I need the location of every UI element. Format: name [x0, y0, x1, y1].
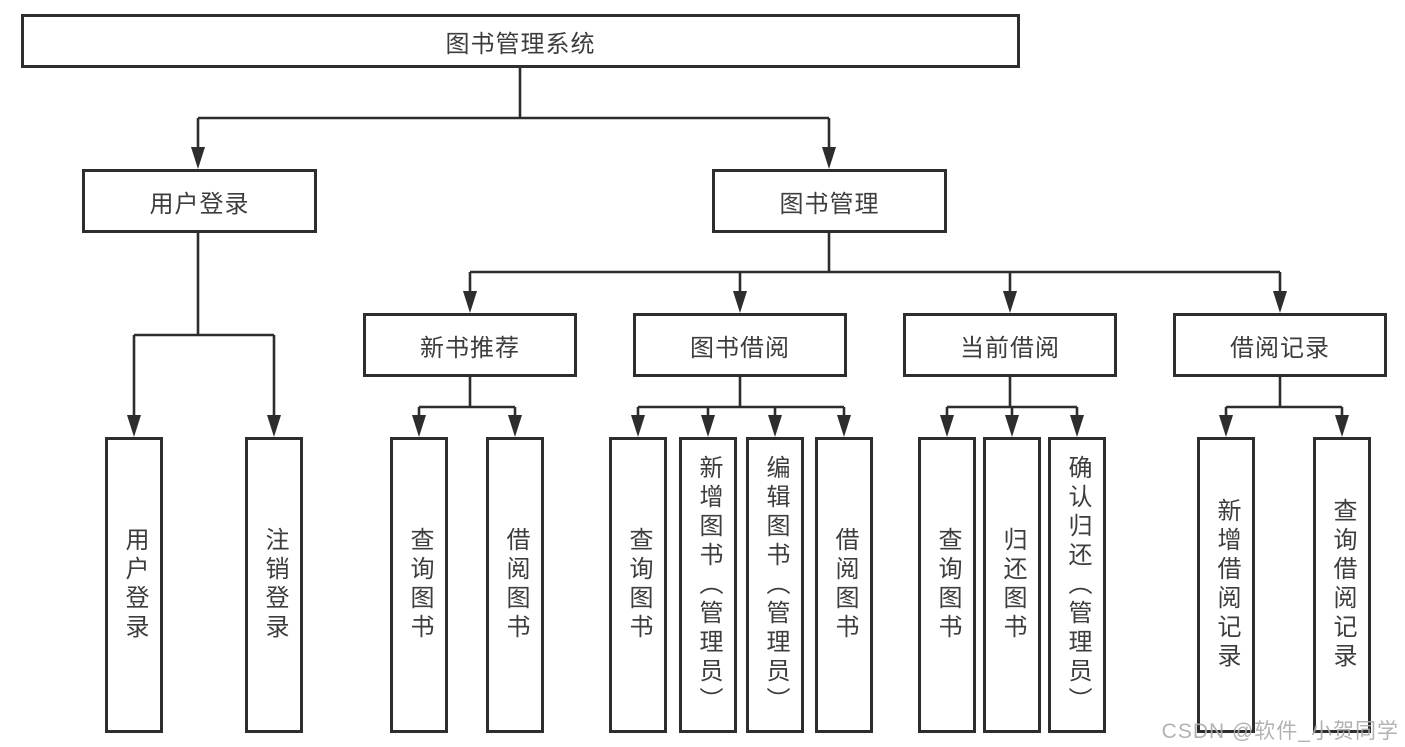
leaf-label: 归还图书 [999, 527, 1026, 643]
node-book-borrow: 图书借阅 [633, 313, 847, 377]
leaf-label: 新增图书（管理员） [695, 454, 722, 716]
leaf-borrow-borrow-books: 借阅图书 [815, 437, 873, 733]
arrowheads [127, 147, 1349, 437]
leaf-user-login: 用户登录 [105, 437, 163, 733]
node-label: 图书管理系统 [445, 30, 596, 58]
leaf-current-confirm-return-admin: 确认归还（管理员） [1048, 437, 1106, 733]
node-label: 图书借阅 [690, 334, 790, 362]
node-label: 借阅记录 [1230, 334, 1330, 362]
node-label: 用户登录 [149, 190, 250, 218]
leaf-recommend-query-books: 查询图书 [390, 437, 448, 733]
node-label: 当前借阅 [960, 334, 1060, 362]
node-label: 图书管理 [779, 190, 880, 218]
leaf-label: 编辑图书（管理员） [762, 454, 789, 716]
leaf-label: 注销登录 [261, 527, 288, 643]
leaf-borrow-query-books: 查询图书 [609, 437, 667, 733]
node-library-management-system: 图书管理系统 [21, 14, 1020, 68]
node-label: 新书推荐 [420, 334, 520, 362]
node-borrow-records: 借阅记录 [1173, 313, 1387, 377]
leaf-borrow-edit-books-admin: 编辑图书（管理员） [746, 437, 804, 733]
leaf-recommend-borrow-books: 借阅图书 [486, 437, 544, 733]
leaf-label: 查询图书 [625, 527, 652, 643]
leaf-label: 借阅图书 [502, 527, 529, 643]
leaf-logout: 注销登录 [245, 437, 303, 733]
leaf-label: 借阅图书 [831, 527, 858, 643]
node-new-book-recommend: 新书推荐 [363, 313, 577, 377]
node-current-borrow: 当前借阅 [903, 313, 1117, 377]
node-user-login: 用户登录 [82, 169, 317, 233]
leaf-label: 新增借阅记录 [1213, 498, 1240, 672]
leaf-label: 查询图书 [934, 527, 961, 643]
leaf-records-add-record: 新增借阅记录 [1197, 437, 1255, 733]
leaf-current-query-books: 查询图书 [918, 437, 976, 733]
leaf-label: 确认归还（管理员） [1064, 454, 1091, 716]
leaf-label: 用户登录 [121, 527, 148, 643]
leaf-label: 查询图书 [406, 527, 433, 643]
csdn-watermark: CSDN @软件_小贺同学 [1161, 720, 1399, 743]
leaf-current-return-books: 归还图书 [983, 437, 1041, 733]
node-book-management: 图书管理 [712, 169, 947, 233]
leaf-records-query-record: 查询借阅记录 [1313, 437, 1371, 733]
leaf-borrow-add-books-admin: 新增图书（管理员） [679, 437, 737, 733]
leaf-label: 查询借阅记录 [1329, 498, 1356, 672]
